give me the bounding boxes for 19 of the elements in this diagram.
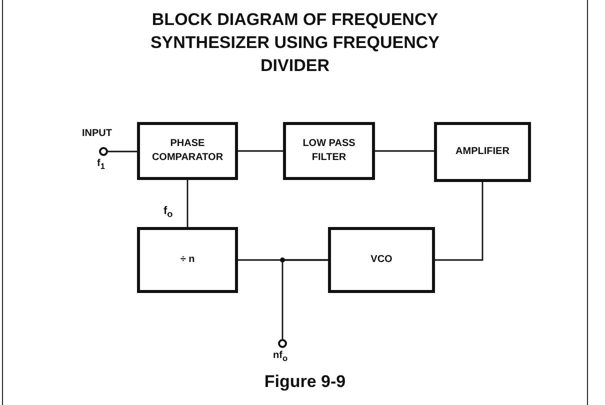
block-box: PHASE COMPARATOR — [137, 122, 238, 180]
block-box: VCO — [328, 227, 435, 293]
connector-line — [186, 180, 188, 227]
terminal-circle — [278, 339, 287, 348]
block-box: LOW PASS FILTER — [283, 122, 375, 180]
terminal-label: f$_{1}$ — [97, 158, 105, 171]
terminal-label: INPUT — [82, 128, 112, 139]
connector-line — [435, 182, 484, 261]
block-box: ÷ n — [137, 227, 238, 293]
figure-caption: Figure 9-9 — [263, 372, 347, 392]
connector-line — [282, 259, 328, 339]
connector-line — [375, 150, 434, 152]
terminal-circle — [99, 147, 108, 156]
connector-line — [238, 150, 283, 152]
edge-label: f$_{o}$ — [164, 205, 173, 220]
terminal-label: nf$_{o}$ — [273, 350, 288, 363]
connector-line — [108, 150, 137, 152]
block-box: AMPLIFIER — [434, 122, 531, 182]
diagram-title: BLOCK DIAGRAM OF FREQUENCY SYNTHESIZER USING FREQUENCY DIVIDER — [150, 9, 440, 77]
